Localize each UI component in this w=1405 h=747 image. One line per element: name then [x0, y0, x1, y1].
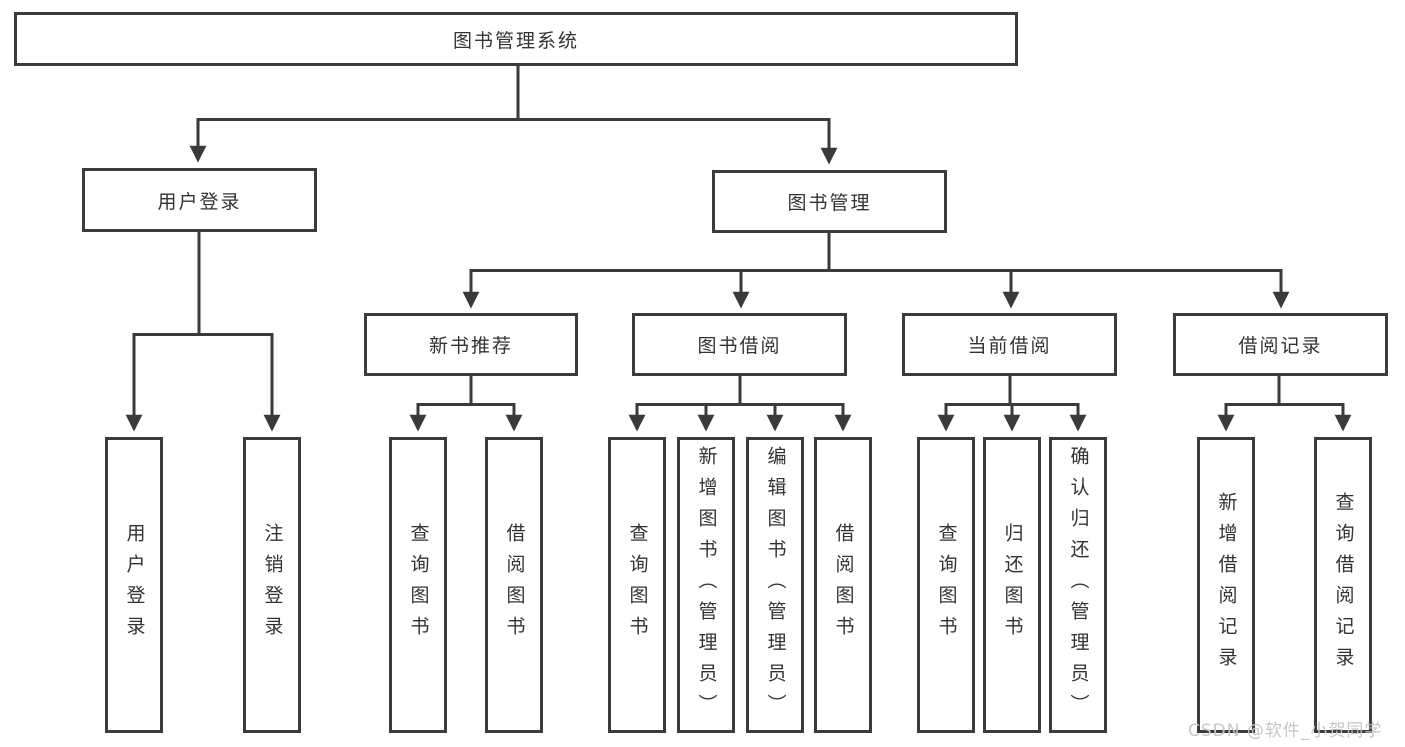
- leaf-confirm-return-admin-label: 确认归还（管理员）: [1067, 445, 1090, 725]
- leaf-add-books-admin: 新增图书（管理员）: [677, 437, 735, 733]
- leaf-borrow-books-1-label: 借阅图书: [503, 523, 526, 647]
- leaf-query-borrow-record: 查询借阅记录: [1314, 437, 1372, 733]
- node-root: 图书管理系统: [14, 12, 1018, 66]
- leaf-add-borrow-record-label: 新增借阅记录: [1215, 492, 1238, 678]
- leaf-return-books-label: 归还图书: [1001, 523, 1024, 647]
- leaf-logout-label: 注销登录: [261, 523, 284, 647]
- leaf-query-books-1: 查询图书: [389, 437, 447, 733]
- node-borrowing-records-label: 借阅记录: [1238, 335, 1323, 357]
- node-current-borrowing: 当前借阅: [902, 313, 1117, 376]
- leaf-borrow-books-2-label: 借阅图书: [832, 523, 855, 647]
- leaf-add-borrow-record: 新增借阅记录: [1197, 437, 1255, 733]
- node-book-management-label: 图书管理: [787, 192, 872, 214]
- leaf-user-login: 用户登录: [105, 437, 163, 733]
- leaf-user-login-label: 用户登录: [123, 523, 146, 647]
- node-user-login-label: 用户登录: [157, 190, 242, 213]
- csdn-watermark: CSDN @软件_小贺同学: [1188, 721, 1383, 741]
- node-book-management: 图书管理: [712, 170, 947, 233]
- node-new-book-recommend: 新书推荐: [364, 313, 578, 376]
- leaf-return-books: 归还图书: [983, 437, 1041, 733]
- node-new-book-recommend-label: 新书推荐: [428, 335, 513, 357]
- leaf-query-books-2-label: 查询图书: [626, 523, 649, 647]
- leaf-edit-books-admin-label: 编辑图书（管理员）: [764, 445, 787, 725]
- leaf-borrow-books-1: 借阅图书: [485, 437, 543, 733]
- leaf-borrow-books-2: 借阅图书: [814, 437, 872, 733]
- leaf-query-books-1-label: 查询图书: [407, 523, 430, 647]
- node-root-label: 图书管理系统: [452, 29, 579, 52]
- leaf-confirm-return-admin: 确认归还（管理员）: [1049, 437, 1107, 733]
- leaf-add-books-admin-label: 新增图书（管理员）: [695, 445, 718, 725]
- leaf-query-books-3: 查询图书: [917, 437, 975, 733]
- node-book-borrowing-label: 图书借阅: [697, 335, 782, 357]
- node-current-borrowing-label: 当前借阅: [967, 335, 1052, 357]
- node-borrowing-records: 借阅记录: [1173, 313, 1388, 376]
- node-book-borrowing: 图书借阅: [632, 313, 847, 376]
- leaf-edit-books-admin: 编辑图书（管理员）: [746, 437, 804, 733]
- leaf-query-books-3-label: 查询图书: [935, 523, 958, 647]
- leaf-query-borrow-record-label: 查询借阅记录: [1332, 492, 1355, 678]
- leaf-query-books-2: 查询图书: [608, 437, 666, 733]
- leaf-logout: 注销登录: [243, 437, 301, 733]
- node-user-login: 用户登录: [82, 168, 317, 232]
- connector-group: [125, 66, 1352, 432]
